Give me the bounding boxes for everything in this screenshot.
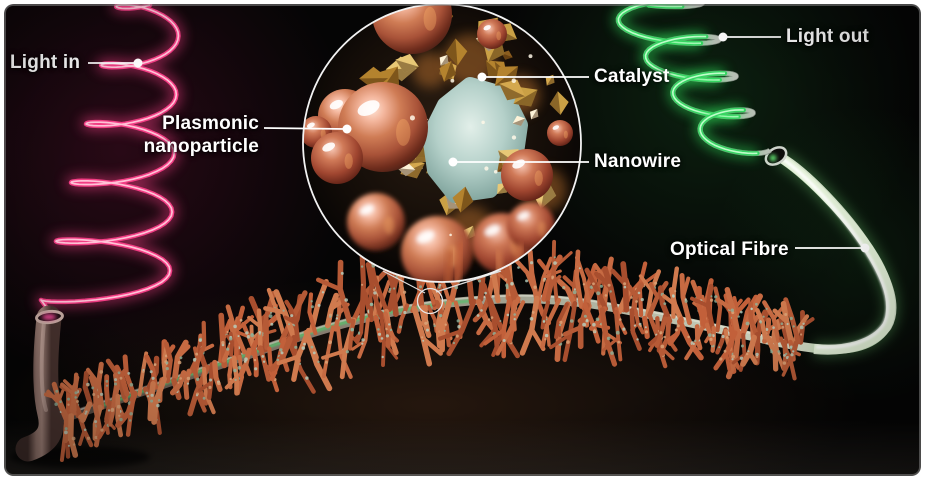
label-light-in: Light in	[10, 52, 81, 73]
tube-body	[15, 305, 64, 462]
label-optical-fibre: Optical Fibre	[670, 239, 789, 260]
fibre-output-body	[777, 152, 897, 355]
fibre-tip-light	[769, 154, 777, 162]
leader-line-plasmonic	[263, 127, 347, 130]
leader-lines	[88, 36, 864, 249]
tube-sheen	[39, 320, 48, 412]
label-light-out: Light out	[786, 26, 870, 47]
leader-dot-light-out	[718, 32, 728, 42]
floor-shading	[4, 420, 921, 476]
label-plasmonic-line2: nanoparticle	[143, 136, 259, 157]
inset-border-circle	[302, 4, 582, 283]
fibre-output-core	[780, 156, 890, 350]
light-in-beam	[35, 4, 184, 316]
tube-opening-light	[42, 314, 56, 320]
leader-dots	[133, 32, 870, 253]
leader-dot-plasmonic	[342, 124, 352, 134]
magnifier-source-circle	[416, 287, 444, 315]
leader-dot-nanowire	[448, 157, 458, 167]
fibre-tube-end	[15, 305, 64, 462]
magnifier-link-lines	[382, 270, 502, 315]
leader-dot-optical-fibre	[860, 243, 870, 253]
magnifier-link-left	[382, 270, 426, 294]
nanowire-branches	[44, 238, 815, 462]
leader-dot-light-in	[133, 58, 143, 68]
label-nanowire: Nanowire	[594, 151, 682, 172]
inset-content	[303, 4, 573, 282]
label-plasmonic-line1: Plasmonic	[162, 113, 259, 134]
magnified-inset	[302, 4, 582, 283]
label-catalyst: Catalyst	[594, 66, 670, 87]
magnifier-link-right	[435, 270, 502, 293]
light-out-beam	[613, 4, 772, 159]
leader-dot-catalyst	[477, 72, 487, 82]
pink-ambient-glow	[4, 4, 355, 385]
